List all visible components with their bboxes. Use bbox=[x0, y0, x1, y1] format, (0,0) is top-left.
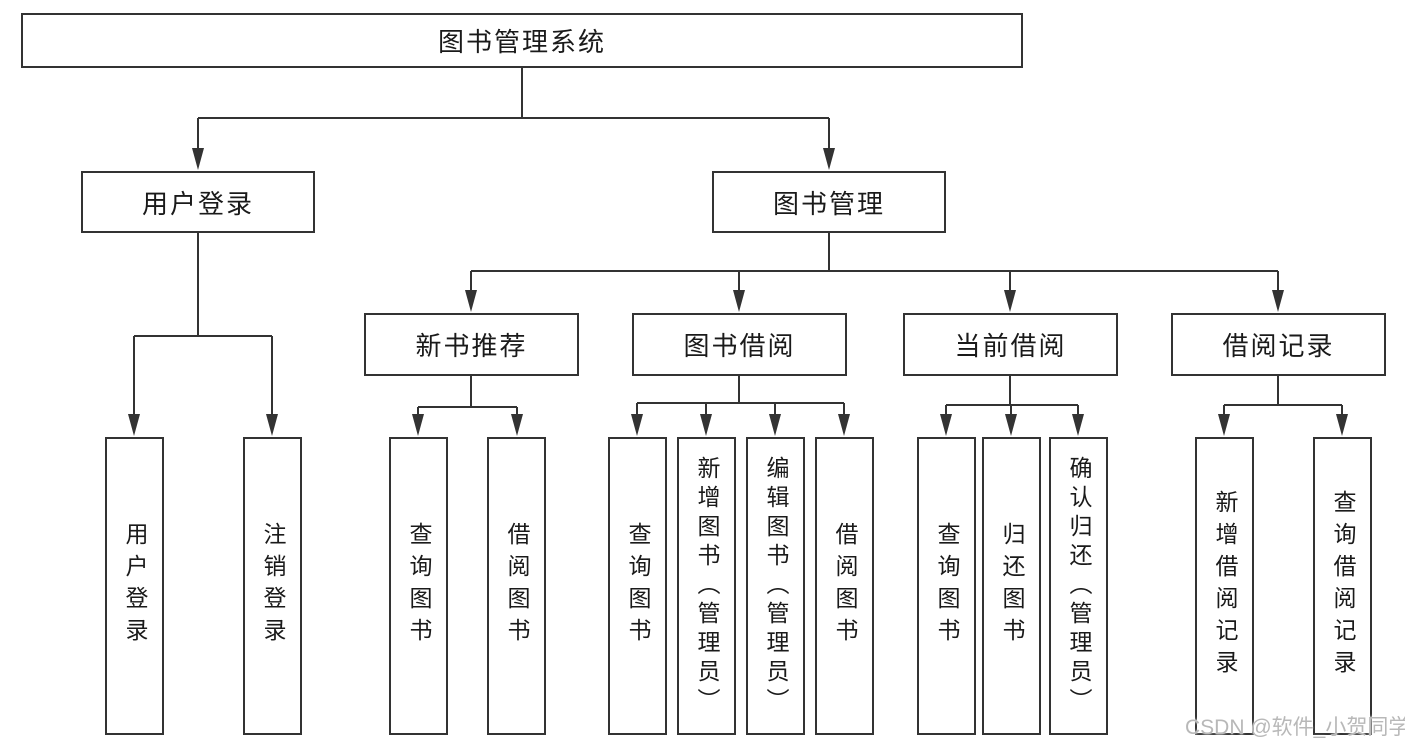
node-borrowing-records: 借阅记录 bbox=[1171, 313, 1386, 376]
leaf-cb-confirm-return: 确认归还（管理员） bbox=[1049, 437, 1108, 735]
leaf-cb-query-books: 查询图书 bbox=[917, 437, 976, 735]
leaf-cb-return-books: 归还图书 bbox=[982, 437, 1041, 735]
node-label: 用户登录 bbox=[141, 188, 254, 219]
watermark: CSDN @软件_小贺同学 bbox=[1185, 716, 1405, 739]
node-user-login: 用户登录 bbox=[81, 171, 315, 233]
leaf-user-login: 用户登录 bbox=[105, 437, 164, 735]
leaf-label: 注销登录 bbox=[260, 522, 286, 650]
node-new-book-recommend: 新书推荐 bbox=[364, 313, 579, 376]
leaf-bb-edit-books: 编辑图书（管理员） bbox=[746, 437, 805, 735]
arrowhead-icons bbox=[128, 148, 1348, 436]
leaf-bb-add-books: 新增图书（管理员） bbox=[677, 437, 736, 735]
leaf-label: 新增图书（管理员） bbox=[694, 455, 720, 717]
leaf-bb-query-books: 查询图书 bbox=[608, 437, 667, 735]
node-book-management: 图书管理 bbox=[712, 171, 946, 233]
node-label: 当前借阅 bbox=[954, 331, 1067, 361]
leaf-label: 查询图书 bbox=[934, 522, 960, 650]
leaf-label: 编辑图书（管理员） bbox=[763, 455, 789, 717]
leaf-br-add-record: 新增借阅记录 bbox=[1195, 437, 1254, 735]
leaf-label: 归还图书 bbox=[999, 522, 1025, 650]
leaf-bb-borrow-books: 借阅图书 bbox=[815, 437, 874, 735]
node-label: 图书管理系统 bbox=[437, 27, 606, 57]
leaf-br-query-record: 查询借阅记录 bbox=[1313, 437, 1372, 735]
leaf-nb-query-books: 查询图书 bbox=[389, 437, 448, 735]
leaf-label: 用户登录 bbox=[122, 522, 148, 650]
leaf-logout: 注销登录 bbox=[243, 437, 302, 735]
node-book-borrowing: 图书借阅 bbox=[632, 313, 847, 376]
node-library-management-system: 图书管理系统 bbox=[21, 13, 1023, 68]
node-label: 借阅记录 bbox=[1222, 331, 1335, 361]
node-label: 图书管理 bbox=[772, 188, 885, 219]
leaf-label: 确认归还（管理员） bbox=[1066, 455, 1092, 717]
leaf-label: 查询借阅记录 bbox=[1330, 490, 1356, 682]
node-label: 新书推荐 bbox=[415, 331, 528, 361]
leaf-label: 查询图书 bbox=[406, 522, 432, 650]
leaf-label: 查询图书 bbox=[625, 522, 651, 650]
leaf-label: 借阅图书 bbox=[832, 522, 858, 650]
leaf-label: 新增借阅记录 bbox=[1212, 490, 1238, 682]
leaf-label: 借阅图书 bbox=[504, 522, 530, 650]
node-current-borrowing: 当前借阅 bbox=[903, 313, 1118, 376]
node-label: 图书借阅 bbox=[683, 331, 796, 361]
leaf-nb-borrow-books: 借阅图书 bbox=[487, 437, 546, 735]
